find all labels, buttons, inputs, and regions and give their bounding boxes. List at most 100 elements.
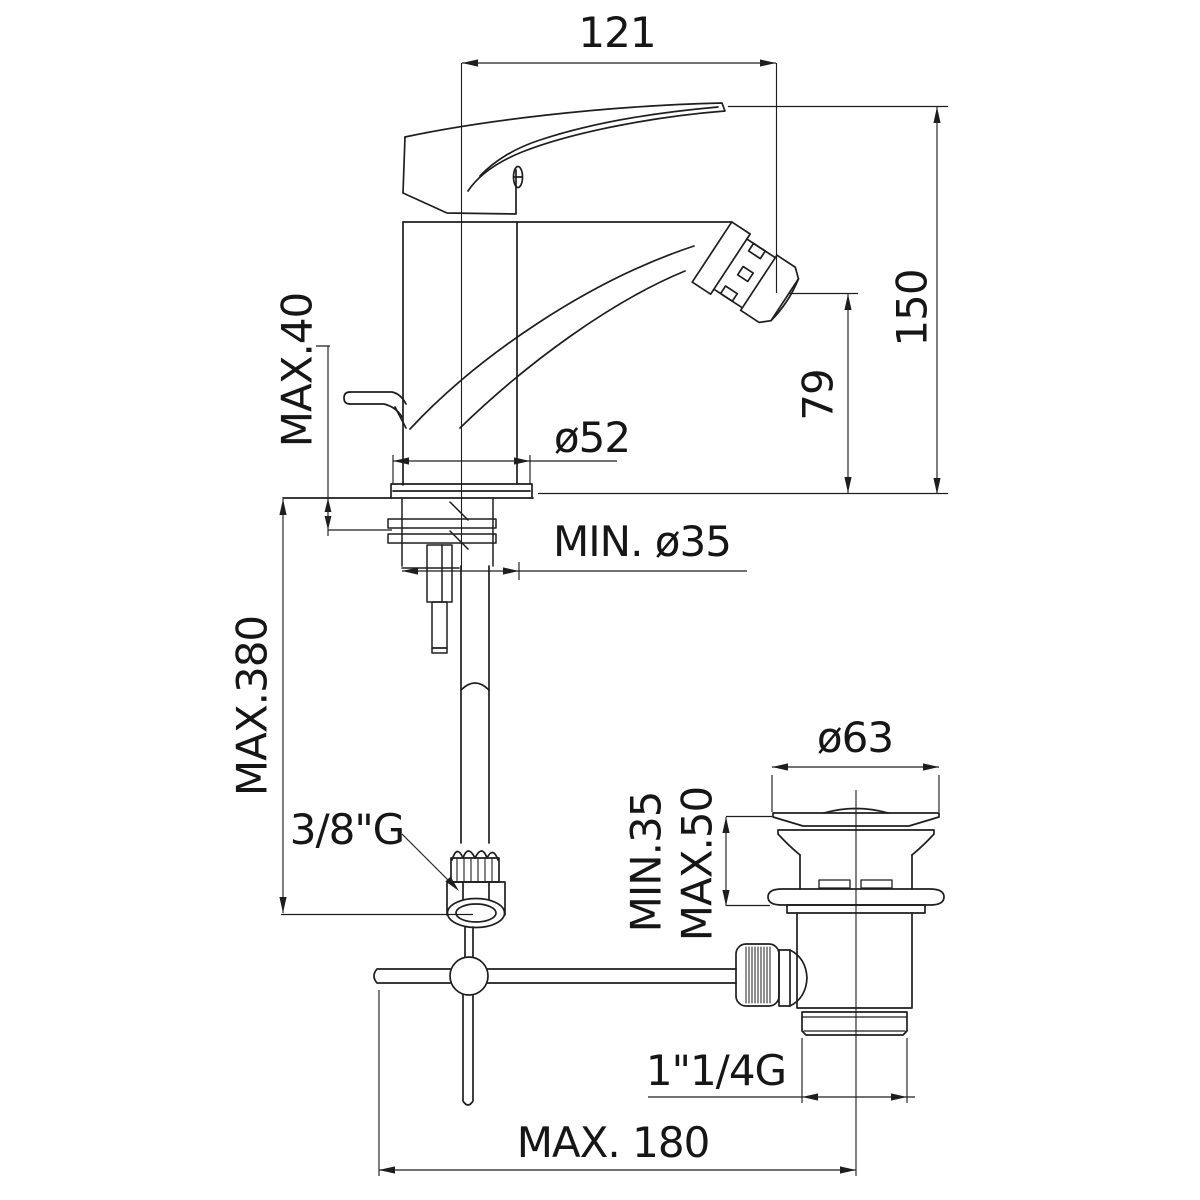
dim-max40-label: MAX.40 xyxy=(273,293,322,448)
clamp-washer-lower xyxy=(387,533,497,544)
nut-body xyxy=(446,881,506,916)
dim-121-arrow-left xyxy=(462,59,478,67)
dim-hose-length: MAX.380 xyxy=(228,499,473,916)
dim-d52-label: ø52 xyxy=(554,413,630,462)
knob-end-cap xyxy=(343,391,351,405)
dim-max180-arrow-right xyxy=(840,1166,856,1174)
ferrule-knurl-lines xyxy=(456,858,493,882)
mounting-stud xyxy=(426,544,453,603)
spout-tangent-curve-inner xyxy=(459,270,686,429)
dim-150-lines xyxy=(538,105,948,495)
spout-tangent-curve-outer xyxy=(409,245,695,430)
vertical-rod xyxy=(462,994,474,1106)
dim-d63-label: ø63 xyxy=(817,713,893,762)
dim-max180-label: MAX. 180 xyxy=(517,1118,710,1167)
lever-blade-outline xyxy=(404,102,726,192)
dim-max380-label: MAX.380 xyxy=(228,616,277,796)
dim-max50-label: MAX.50 xyxy=(673,787,722,942)
dim-max380-arrow-top xyxy=(279,499,287,515)
dim-d35-arrow-right xyxy=(503,567,519,575)
spout-aerator xyxy=(691,221,800,324)
dim-d35-arrow-left xyxy=(402,567,418,575)
dim-d63-arrow-left xyxy=(772,763,788,771)
dim-max380-arrow-bottom xyxy=(279,897,287,913)
lever-blade-inner-line xyxy=(479,106,719,177)
dim-max40-arrow-bottom xyxy=(324,516,332,530)
shank-edges xyxy=(401,497,494,569)
connector-boss xyxy=(789,949,808,1007)
dim-79-arrow-top xyxy=(844,294,852,310)
dim-3550-arrow-bottom xyxy=(722,890,730,906)
dim-waste-thread: 1"1/4G xyxy=(646,1038,915,1103)
pull-rod-knob xyxy=(343,391,407,429)
dim-150-arrow-top xyxy=(933,107,941,123)
connector-collar xyxy=(778,949,791,1007)
waste-neck-slots xyxy=(818,879,893,889)
dim-121-label: 121 xyxy=(578,8,655,57)
dim-38g-label: 3/8"G xyxy=(290,805,404,854)
handle-lever xyxy=(402,102,726,215)
aerator-ring3 xyxy=(739,254,800,324)
waste-seat-flange xyxy=(767,888,945,906)
waste-tailpiece-thread xyxy=(801,1011,908,1036)
knob-bottom-edge xyxy=(349,403,403,418)
rod-connector xyxy=(735,943,808,1007)
waste-neck xyxy=(799,854,913,890)
dim-d52-lines xyxy=(392,455,617,484)
dim-waste-deck-range: MIN.35 MAX.50 xyxy=(622,787,772,942)
dim-base-diameter: ø52 xyxy=(392,413,631,484)
leader-38g-line xyxy=(401,833,457,889)
knob-elbow-fold xyxy=(394,406,407,429)
dim-max180-arrow-left xyxy=(379,1166,395,1174)
dim-121-lines xyxy=(462,62,778,293)
dim-min35-label: MIN.35 xyxy=(622,792,671,933)
rod-stem xyxy=(464,926,474,959)
hose-shoulder xyxy=(460,682,490,691)
dim-supply-thread: 3/8"G xyxy=(290,805,459,891)
dim-114g-label: 1"1/4G xyxy=(646,1046,786,1095)
dim-overall-height: 150 xyxy=(538,105,948,495)
dim-d52-arrow-right xyxy=(514,457,530,465)
aerator-tip xyxy=(770,278,800,322)
dimension-annotations: 121 150 79 MAX.40 ø52 xyxy=(228,8,948,1176)
aerator-ring1 xyxy=(691,221,752,296)
dim-d52-arrow-left xyxy=(393,457,409,465)
waste-assembly xyxy=(735,807,945,1036)
dim-3550-arrow-top xyxy=(722,817,730,833)
leader-38g-arrow xyxy=(445,876,459,891)
thread-crest-line xyxy=(801,1016,908,1032)
centerlines xyxy=(460,63,857,1176)
shank-thread-hatch xyxy=(449,501,469,550)
dim-max180-lines xyxy=(378,990,856,1176)
waste-body xyxy=(796,912,913,1009)
dim-d35-label: MIN. ø35 xyxy=(553,517,731,566)
hose-edges xyxy=(460,565,490,844)
dim-d63-lines xyxy=(771,766,940,812)
stud-rod-cap xyxy=(431,647,448,654)
horizontal-rod xyxy=(373,968,737,984)
dim-outlet-height: 79 xyxy=(789,292,858,493)
dim-max380-lines xyxy=(281,499,473,916)
dim-d63-arrow-right xyxy=(923,763,939,771)
handle-base-block xyxy=(402,136,517,215)
dim-79-lines xyxy=(789,292,858,493)
nut-bottom-rim xyxy=(446,897,506,929)
supply-hose xyxy=(446,565,506,929)
dim-max40-arrow-top xyxy=(324,498,332,512)
stud-rod xyxy=(431,601,448,649)
dim-121-arrow-right xyxy=(760,59,776,67)
aerator-base-face xyxy=(691,221,733,283)
connector-knurl-lines xyxy=(745,946,771,1004)
nut-bottom-bore xyxy=(455,903,497,923)
knob-top-edge xyxy=(349,391,407,405)
dim-deck-thickness: MAX.40 xyxy=(273,293,392,536)
dim-3550-lines xyxy=(725,815,772,907)
dim-79-arrow-bottom xyxy=(844,477,852,493)
dim-hole-diameter: MIN. ø35 xyxy=(402,517,747,580)
hose-nut xyxy=(446,881,506,929)
dim-waste-cap-diameter: ø63 xyxy=(771,713,940,812)
rod-ball-joint xyxy=(449,956,489,996)
dim-spout-projection: 121 xyxy=(462,8,778,293)
mounting-hardware xyxy=(387,497,497,654)
